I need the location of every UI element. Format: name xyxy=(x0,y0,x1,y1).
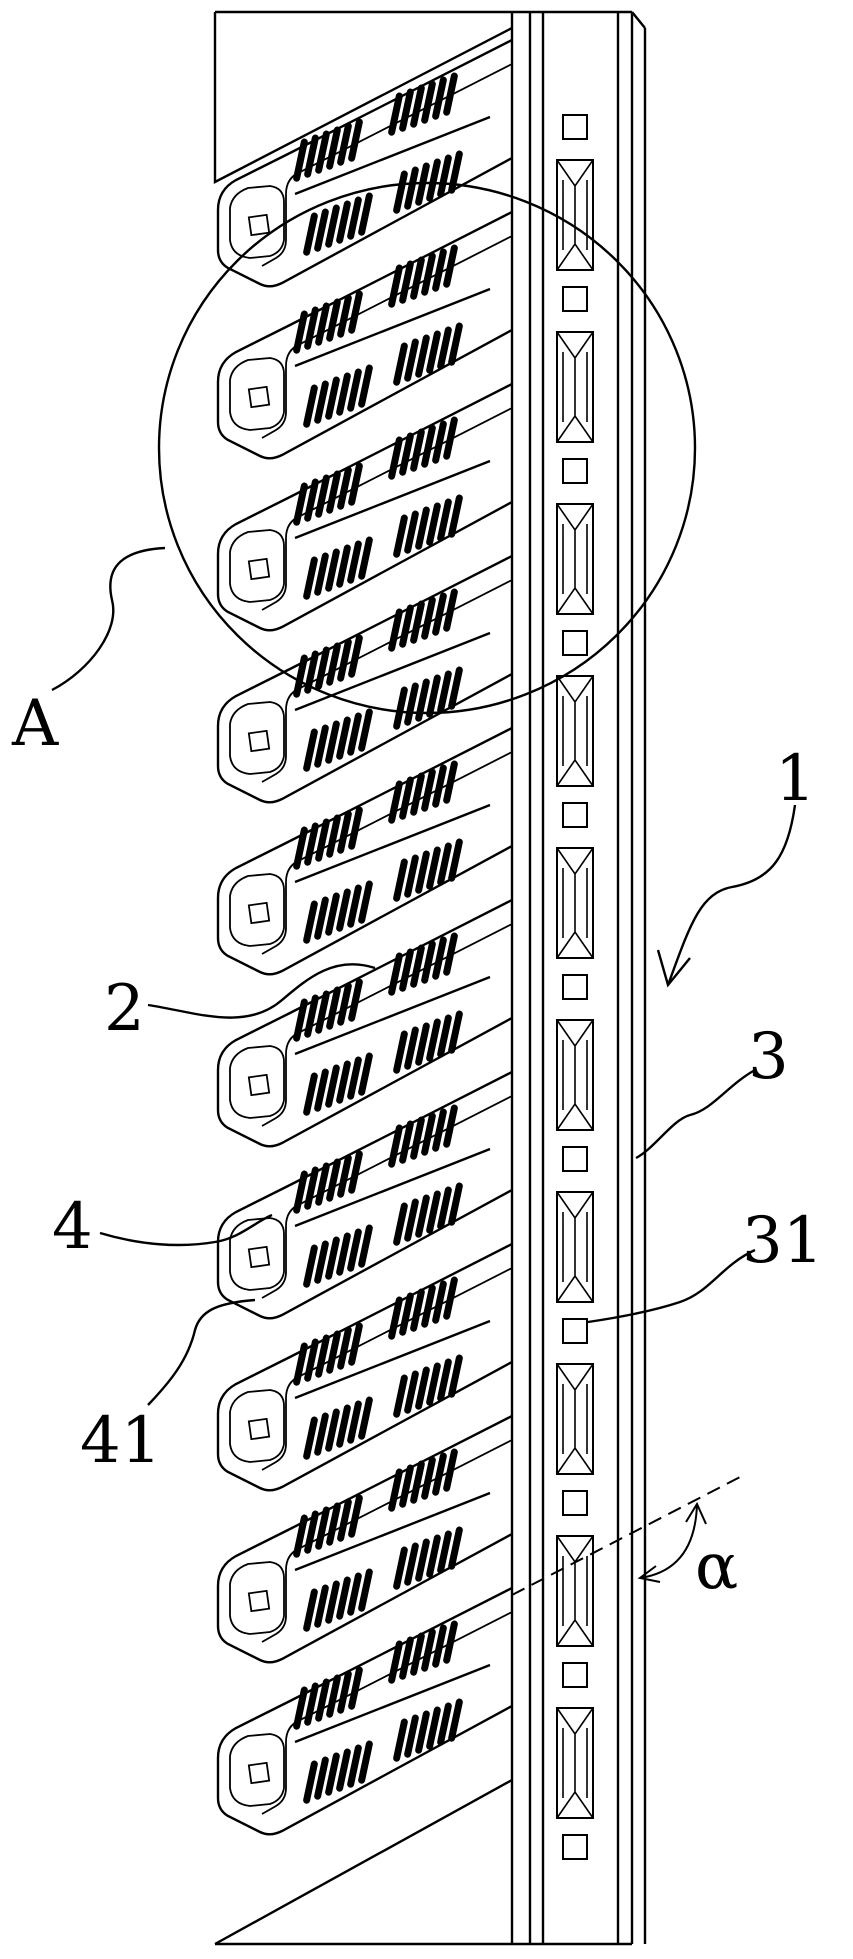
rail-rect-hole xyxy=(557,1364,593,1474)
fin-pocket xyxy=(230,1562,284,1634)
rail-rect-pattern xyxy=(557,332,593,442)
label-41: 41 xyxy=(80,1404,161,1478)
fin-hole xyxy=(249,903,269,923)
rail-square-hole xyxy=(563,975,587,999)
fin-pocket xyxy=(230,186,284,258)
label-2: 2 xyxy=(104,972,145,1046)
fin-pocket xyxy=(230,530,284,602)
rail-square-hole xyxy=(563,115,587,139)
fin xyxy=(218,728,512,974)
rail-holes xyxy=(557,115,593,1859)
fin xyxy=(218,556,512,802)
rail-rect-pattern xyxy=(557,1536,593,1646)
fin-outline xyxy=(218,1588,512,1834)
rail-rect-hole xyxy=(557,160,593,270)
leader-41 xyxy=(148,1300,255,1405)
fin-pocket xyxy=(230,1046,284,1118)
fin xyxy=(218,384,512,630)
rail-rect-pattern xyxy=(557,1364,593,1474)
rail-square-hole xyxy=(563,631,587,655)
fin xyxy=(218,1588,512,1834)
fin-outline xyxy=(218,1416,512,1662)
label-alpha: α xyxy=(695,1530,738,1604)
label-31: 31 xyxy=(742,1204,823,1278)
fin-hole xyxy=(249,1419,269,1439)
rail-rect-hole xyxy=(557,1536,593,1646)
fin-outline xyxy=(218,1244,512,1490)
rail-square-hole xyxy=(563,803,587,827)
fin-hole xyxy=(249,1591,269,1611)
rail-square-hole xyxy=(563,287,587,311)
fin-pocket xyxy=(230,1218,284,1290)
fin-hole xyxy=(249,731,269,751)
rail xyxy=(512,12,645,1944)
fin-pocket xyxy=(230,1734,284,1806)
rail-rect-pattern xyxy=(557,1708,593,1818)
leader-3 xyxy=(636,1070,755,1158)
rail-rect-hole xyxy=(557,1192,593,1302)
fin-hole xyxy=(249,387,269,407)
fin-outline xyxy=(218,728,512,974)
rail-rect-hole xyxy=(557,1708,593,1818)
fin-hole xyxy=(249,215,269,235)
rail-rect-pattern xyxy=(557,1020,593,1130)
label-A: A xyxy=(11,687,59,761)
fin xyxy=(218,40,512,286)
fin-hole xyxy=(249,1763,269,1783)
fin xyxy=(218,212,512,458)
rail-rect-hole xyxy=(557,848,593,958)
fin-outline xyxy=(218,556,512,802)
fin-pocket xyxy=(230,702,284,774)
rail-square-hole xyxy=(563,459,587,483)
fin-row xyxy=(218,40,512,1834)
fin-pocket xyxy=(230,874,284,946)
rail-rect-pattern xyxy=(557,160,593,270)
rail-rect-pattern xyxy=(557,1192,593,1302)
fin-outline xyxy=(218,1072,512,1318)
leader-31 xyxy=(588,1250,755,1322)
rail-square-hole xyxy=(563,1835,587,1859)
rail-rect-hole xyxy=(557,504,593,614)
angle-arc xyxy=(640,1504,697,1578)
fin xyxy=(218,1072,512,1318)
fin-outline xyxy=(218,384,512,630)
fin xyxy=(218,900,512,1146)
fin-pocket xyxy=(230,1390,284,1462)
rail-rect-pattern xyxy=(557,504,593,614)
fin-outline xyxy=(218,40,512,286)
fin-outline xyxy=(218,900,512,1146)
rail-rect-pattern xyxy=(557,676,593,786)
rail-square-hole xyxy=(563,1319,587,1343)
fin-outline xyxy=(218,212,512,458)
label-4: 4 xyxy=(52,1190,93,1264)
rail-rect-hole xyxy=(557,676,593,786)
fin xyxy=(218,1416,512,1662)
rail-square-hole xyxy=(563,1147,587,1171)
rail-rect-hole xyxy=(557,1020,593,1130)
fin-hole xyxy=(249,1075,269,1095)
rail-square-hole xyxy=(563,1491,587,1515)
fin-hole xyxy=(249,1247,269,1267)
rail-rect-hole xyxy=(557,332,593,442)
leader-4 xyxy=(100,1215,272,1245)
rail-rect-pattern xyxy=(557,848,593,958)
label-3: 3 xyxy=(748,1020,789,1094)
rail-square-hole xyxy=(563,1663,587,1687)
fin-hole xyxy=(249,559,269,579)
fin-pocket xyxy=(230,358,284,430)
label-1: 1 xyxy=(775,742,816,816)
fin xyxy=(218,1244,512,1490)
leader-1 xyxy=(668,805,795,985)
leader-A xyxy=(52,548,165,690)
